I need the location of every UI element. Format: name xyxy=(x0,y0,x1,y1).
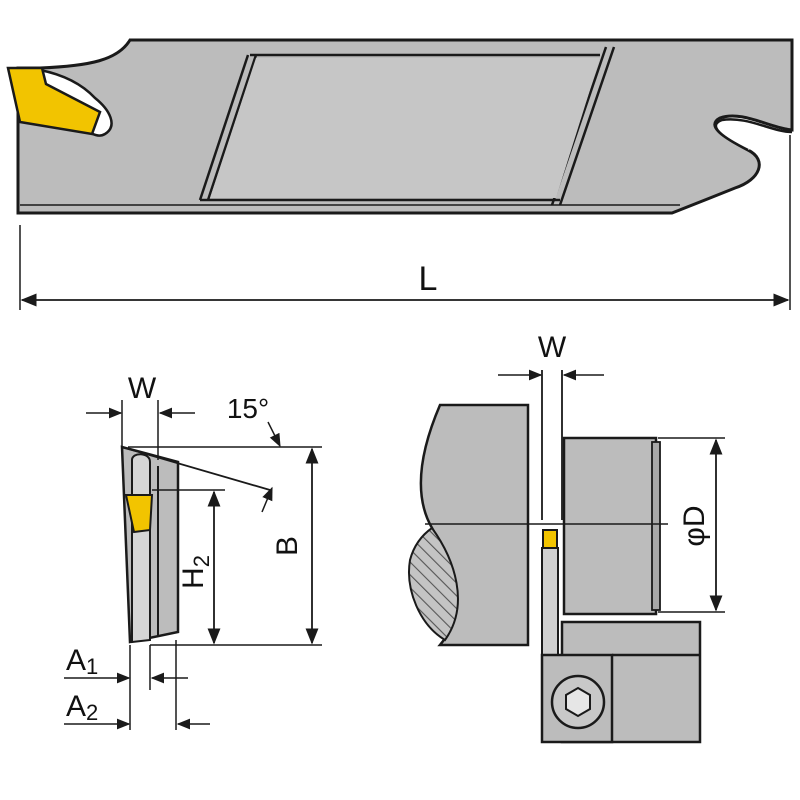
blade-groove-left xyxy=(198,54,258,201)
dim-w2-label: W xyxy=(538,331,567,364)
profile-top-bevel xyxy=(121,446,271,491)
workpiece-right xyxy=(562,436,658,616)
profile-channel xyxy=(131,453,151,644)
blade-rear-notch xyxy=(714,118,793,152)
workpiece-right-chamfer xyxy=(651,441,661,611)
blade-panel xyxy=(210,58,600,198)
hex-socket-icon xyxy=(565,686,591,718)
dim-w-label: W xyxy=(128,372,157,405)
angle-arrow-bottom xyxy=(261,486,273,513)
dim-h2-label: H2 xyxy=(177,555,214,589)
setup-blade xyxy=(541,547,559,659)
setup-insert xyxy=(542,529,558,549)
profile-insert xyxy=(124,494,154,534)
dim-a1-label: A1 xyxy=(66,644,98,679)
dim-l-label: L xyxy=(419,260,438,298)
dim-d-label: φD xyxy=(678,505,711,546)
cutting-setup-view: W φD xyxy=(408,331,725,744)
dim-a2-label: A2 xyxy=(66,690,98,725)
carbide-insert xyxy=(6,66,102,136)
angle-arrow-top xyxy=(267,421,281,448)
blade-top-view: L xyxy=(6,38,794,310)
workpiece-section xyxy=(408,526,459,642)
dim-b-label: B xyxy=(271,536,304,556)
angle-label: 15° xyxy=(227,393,269,424)
blade-side-profile: W 15° B H2 A1 A2 xyxy=(64,372,322,730)
